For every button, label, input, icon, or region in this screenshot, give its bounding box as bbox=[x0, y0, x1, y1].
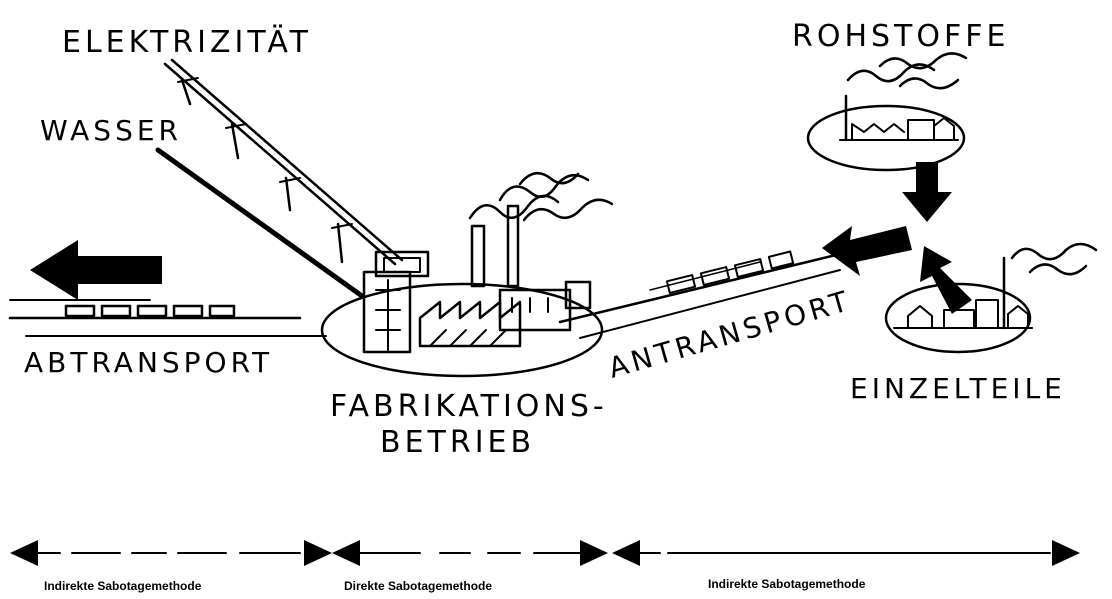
range-label-direct: Direkte Sabotagemethode bbox=[344, 579, 492, 593]
label-rohstoffe: ROHSTOFFE bbox=[792, 19, 1009, 54]
label-einzelteile: EINZELTEILE bbox=[850, 372, 1066, 405]
range-label-indirect-left: Indirekte Sabotagemethode bbox=[44, 579, 202, 593]
outbound-arrow bbox=[30, 240, 162, 300]
method-scale bbox=[10, 540, 1080, 566]
water-pipe bbox=[155, 147, 365, 299]
factory bbox=[320, 171, 614, 378]
label-fabrikation-line1: FABRIKATIONS- bbox=[330, 389, 608, 424]
scale-arrowhead-right bbox=[1052, 540, 1080, 566]
label-wasser: WASSER bbox=[40, 114, 182, 147]
label-fabrikation-line2: BETRIEB bbox=[380, 425, 535, 460]
label-abtransport: ABTRANSPORT bbox=[24, 346, 273, 379]
flow-arrows bbox=[822, 162, 972, 314]
components-plant bbox=[884, 242, 1098, 354]
scale-arrowhead-mid-left-b bbox=[332, 540, 360, 566]
raw-materials-plant bbox=[806, 52, 968, 172]
scale-arrowhead-left bbox=[10, 540, 38, 566]
scale-arrowhead-mid-right-b bbox=[612, 540, 640, 566]
power-line bbox=[163, 58, 404, 266]
scale-arrowhead-mid-left-a bbox=[304, 540, 332, 566]
scale-arrowhead-mid-right-a bbox=[580, 540, 608, 566]
range-label-indirect-right: Indirekte Sabotagemethode bbox=[708, 577, 866, 591]
outbound-train bbox=[8, 299, 327, 337]
label-elektrizitaet: ELEKTRIZITÄT bbox=[62, 24, 312, 60]
inbound-train bbox=[558, 250, 842, 339]
